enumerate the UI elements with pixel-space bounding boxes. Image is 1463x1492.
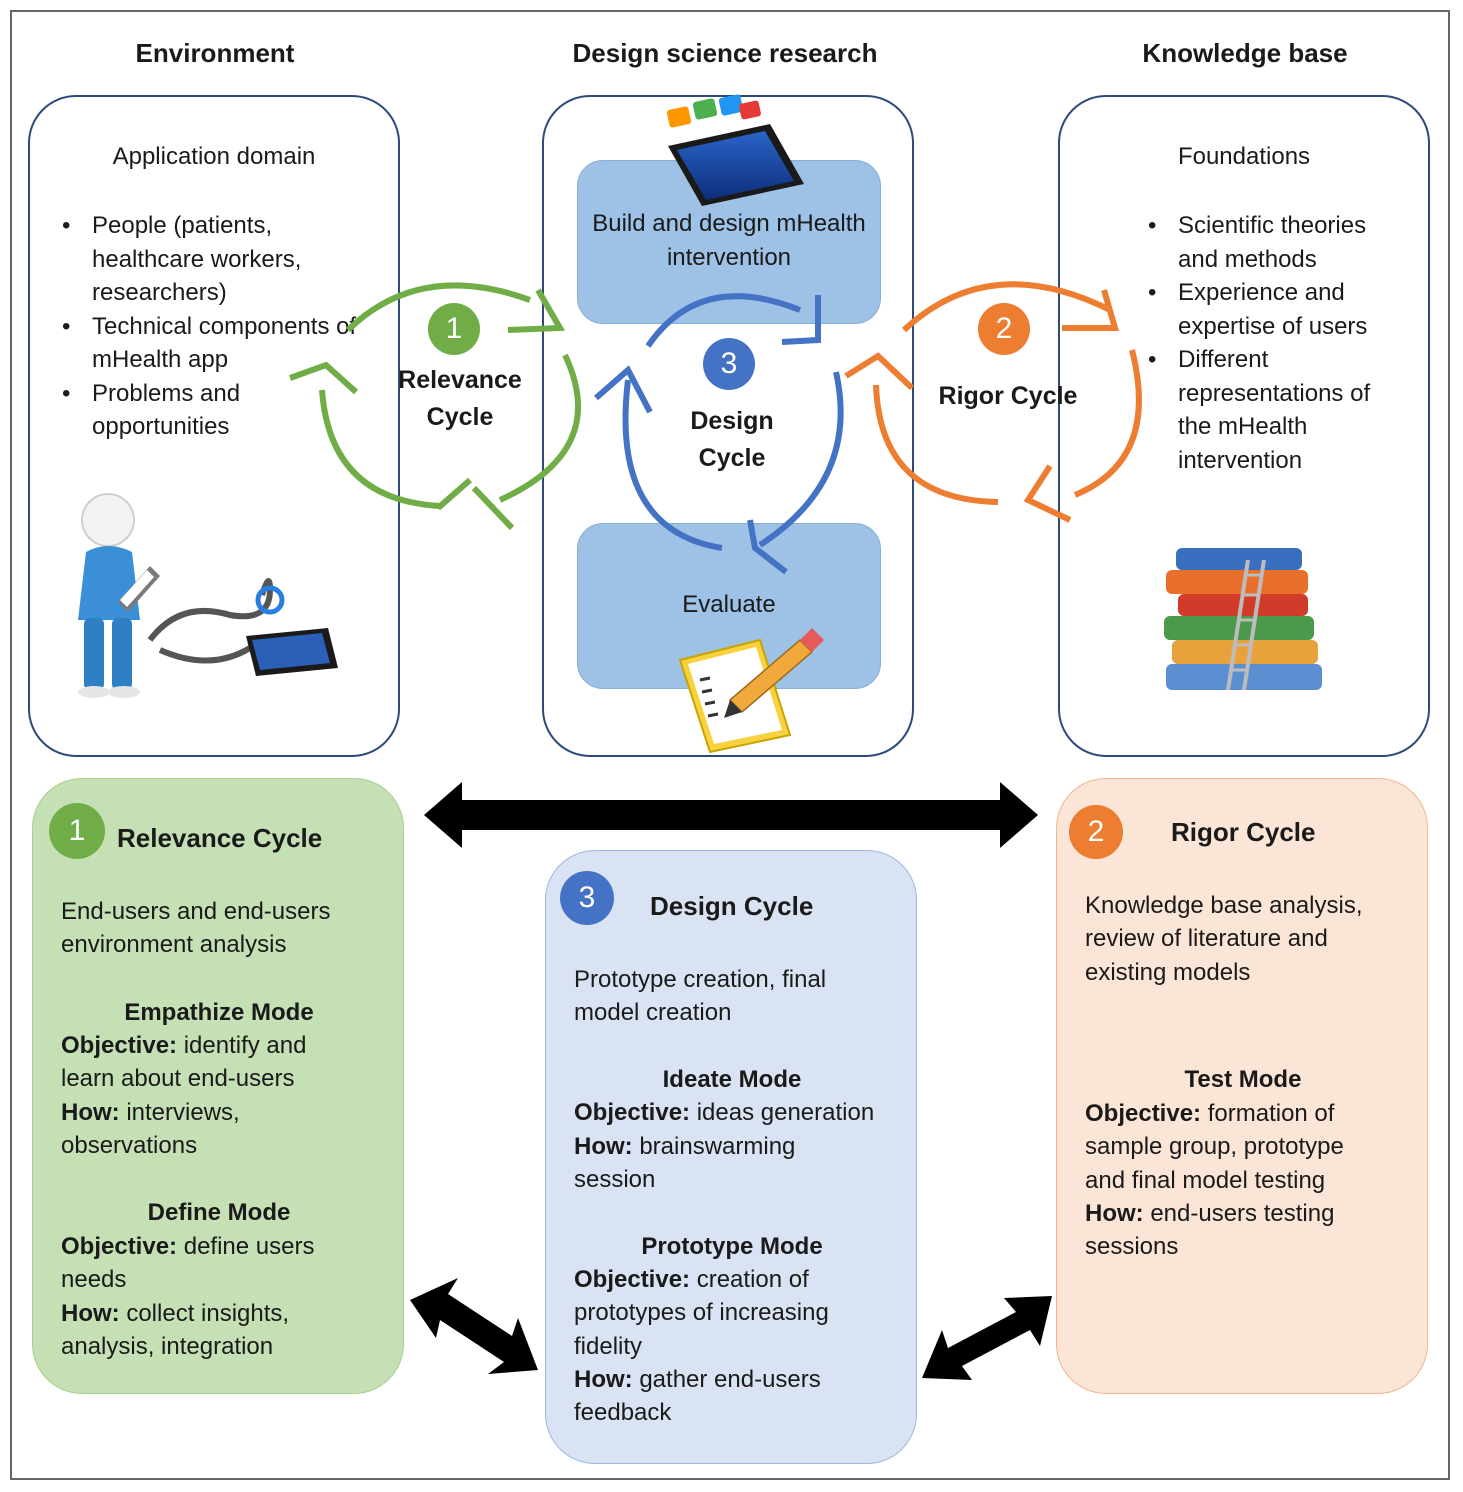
double-arrows — [410, 782, 1052, 1380]
relevance-cycle-box: 1 Relevance Cycle End-users and end-user… — [32, 778, 404, 1394]
ideate-mode-title: Ideate Mode — [662, 1066, 802, 1093]
design-cycle-badge: 3 — [703, 338, 755, 390]
empathize-objective: Objective: identify and learn about end-… — [61, 1032, 307, 1093]
knowledge-bullet: Scientific theories and methods — [1144, 209, 1404, 276]
design-box-summary: Prototype creation, final model creation — [574, 966, 827, 1027]
prototype-how: How: gather end-users feedback — [574, 1366, 821, 1427]
design-box-badge: 3 — [560, 871, 614, 925]
evaluate-label: Evaluate — [682, 591, 776, 618]
rigor-cycle-arrows — [844, 281, 1142, 523]
column-title-knowledge-base: Knowledge base — [1142, 38, 1348, 68]
column-title-dsr: Design science research — [572, 38, 878, 68]
prototype-mode-title: Prototype Mode — [641, 1233, 823, 1260]
design-box-title: Design Cycle — [650, 891, 814, 921]
design-cycle-arrows — [594, 293, 844, 575]
design-cycle-box: 3 Design Cycle Prototype creation, final… — [545, 850, 917, 1464]
knowledge-bullets: Scientific theories and methods Experien… — [1144, 209, 1404, 477]
right-double-arrow — [922, 1296, 1052, 1380]
build-design-label: Build and design mHealth intervention — [592, 210, 866, 271]
top-double-arrow — [424, 782, 1038, 848]
rigor-cycle-box: 2 Rigor Cycle Knowledge base analysis, r… — [1056, 778, 1428, 1394]
relevance-cycle-arrows — [288, 282, 581, 531]
left-double-arrow — [410, 1278, 538, 1374]
prototype-objective: Objective: creation of prototypes of inc… — [574, 1266, 829, 1360]
evaluate-box: Evaluate — [577, 523, 881, 689]
application-domain-heading: Application domain — [112, 143, 316, 170]
empathize-how: How: interviews, observations — [61, 1099, 240, 1160]
ideate-objective: Objective: ideas generation — [574, 1099, 875, 1126]
relevance-cycle-label: Relevance Cycle — [398, 366, 522, 431]
relevance-cycle-badge: 1 — [428, 303, 480, 355]
foundations-heading: Foundations — [1177, 143, 1311, 170]
define-mode-title: Define Mode — [147, 1199, 291, 1226]
test-how: How: end-users testing sessions — [1085, 1200, 1335, 1261]
relevance-box-summary: End-users and end-users environment anal… — [61, 898, 331, 959]
environment-bullet: Technical components of mHealth app — [58, 310, 358, 377]
design-cycle-label: Design Cycle — [690, 407, 774, 472]
rigor-cycle-label: Rigor Cycle — [938, 382, 1078, 410]
ideate-how: How: brainswarming session — [574, 1133, 796, 1194]
figure-frame — [10, 10, 1450, 1480]
test-objective: Objective: formation of sample group, pr… — [1085, 1100, 1344, 1194]
column-title-environment: Environment — [135, 38, 295, 68]
knowledge-bullet: Experience and expertise of users — [1144, 276, 1404, 343]
empathize-mode-title: Empathize Mode — [124, 999, 314, 1026]
test-mode-title: Test Mode — [1184, 1066, 1302, 1093]
environment-bullet: Problems and opportunities — [58, 377, 358, 444]
rigor-box-title: Rigor Cycle — [1171, 817, 1316, 847]
environment-bullets: People (patients, healthcare workers, re… — [58, 209, 358, 444]
tablet-icon — [666, 94, 804, 206]
define-how: How: collect insights, analysis, integra… — [61, 1300, 290, 1361]
clipboard-icon — [678, 628, 824, 754]
rigor-box-summary: Knowledge base analysis, review of liter… — [1085, 892, 1363, 986]
knowledge-bullet: Different representations of the mHealth… — [1144, 343, 1404, 477]
rigor-cycle-badge: 2 — [978, 303, 1030, 355]
environment-bullet: People (patients, healthcare workers, re… — [58, 209, 358, 310]
rigor-box-badge: 2 — [1069, 805, 1123, 859]
relevance-box-badge: 1 — [49, 803, 105, 859]
relevance-box-title: Relevance Cycle — [117, 823, 323, 853]
books-icon — [1164, 548, 1322, 691]
nurse-figure-icon — [78, 493, 338, 698]
define-objective: Objective: define users needs — [61, 1233, 315, 1294]
